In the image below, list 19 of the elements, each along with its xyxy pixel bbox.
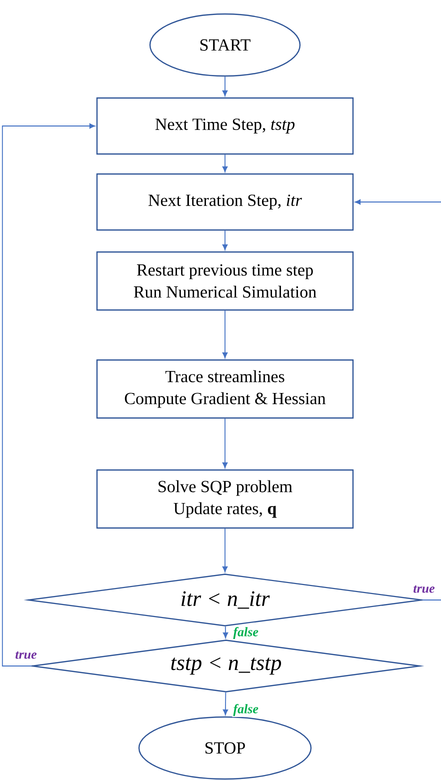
- process-box: Next Iteration Step, itr: [96, 173, 354, 231]
- edge-label: false: [232, 626, 260, 640]
- arrow: [354, 199, 441, 600]
- arrow: [222, 154, 228, 172]
- arrow: [222, 76, 228, 96]
- arrow: [222, 692, 228, 716]
- arrow: [222, 310, 228, 358]
- arrow: [222, 626, 228, 638]
- edge-label: false: [232, 703, 260, 717]
- arrow: [222, 418, 228, 468]
- arrow: [2, 123, 96, 666]
- process-box: Trace streamlines Compute Gradient & Hessian: [96, 359, 354, 419]
- process-box: Restart previous time step Run Numerical Simulation: [96, 251, 354, 311]
- arrow: [222, 528, 228, 572]
- edge-label: true: [14, 650, 38, 660]
- edge-label: true: [412, 584, 436, 594]
- arrow: [222, 230, 228, 250]
- process-box: Solve SQP problem Update rates, q: [96, 469, 354, 529]
- process-box: Next Time Step, tstp: [96, 97, 354, 155]
